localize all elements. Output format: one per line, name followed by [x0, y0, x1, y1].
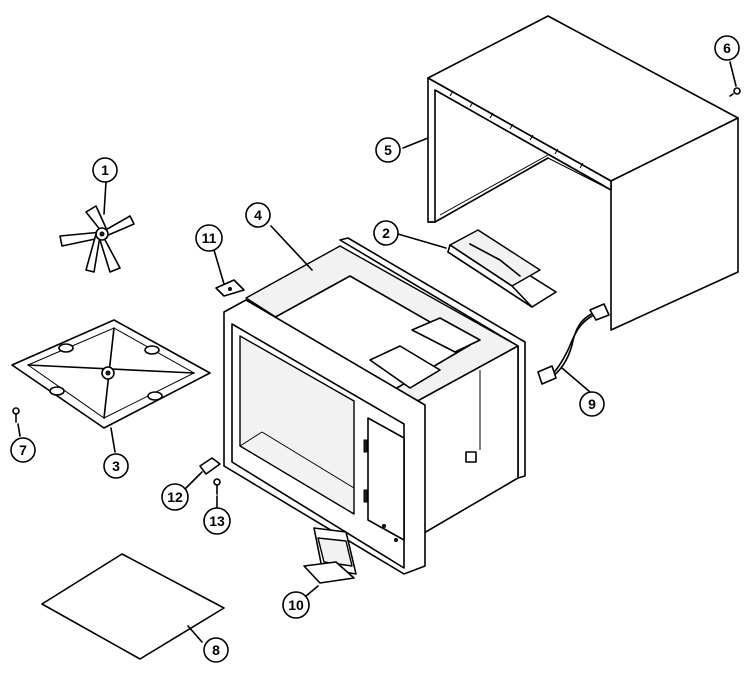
part-5-outer-cabinet: [427, 15, 739, 331]
part-12-latch: [199, 457, 221, 475]
callout-1: 1: [92, 157, 118, 183]
part-2-waveguide-cover: [447, 229, 557, 308]
callout-3: 3: [103, 453, 129, 479]
callout-9: 9: [579, 391, 605, 417]
callout-10: 10: [282, 591, 310, 619]
callout-4: 4: [245, 202, 271, 228]
part-3-stirrer-cover: [11, 319, 211, 429]
leader-lines: [17, 61, 737, 643]
part-1-stirrer-fan: [59, 205, 135, 273]
svg-text:1: 1: [101, 162, 109, 178]
part-8-bottom-plate: [41, 553, 225, 660]
svg-text:8: 8: [212, 642, 220, 658]
svg-text:12: 12: [167, 489, 183, 505]
callout-7: 7: [10, 437, 36, 463]
svg-text:4: 4: [254, 207, 262, 223]
svg-text:9: 9: [588, 396, 596, 412]
callout-2: 2: [373, 220, 399, 246]
part-9-wire-harness: [537, 303, 610, 385]
callout-12: 12: [161, 483, 189, 511]
part-11-clip: [215, 279, 245, 297]
part-4-oven-cavity: [223, 237, 526, 575]
svg-text:7: 7: [19, 442, 27, 458]
svg-text:11: 11: [202, 230, 217, 246]
svg-text:10: 10: [288, 597, 304, 613]
svg-text:13: 13: [209, 513, 225, 529]
part-7-screw: [12, 407, 20, 423]
part-6-screw: [729, 87, 741, 97]
callout-13: 13: [203, 507, 231, 535]
svg-text:6: 6: [723, 40, 731, 56]
callout-11: 11: [195, 224, 223, 252]
svg-text:5: 5: [384, 142, 392, 158]
callout-8: 8: [203, 637, 229, 663]
callout-6: 6: [714, 35, 740, 61]
part-13-screw: [213, 478, 221, 495]
svg-text:2: 2: [382, 225, 390, 241]
part-10-bracket: [303, 527, 357, 584]
svg-text:3: 3: [112, 458, 120, 474]
callout-5: 5: [375, 137, 401, 163]
